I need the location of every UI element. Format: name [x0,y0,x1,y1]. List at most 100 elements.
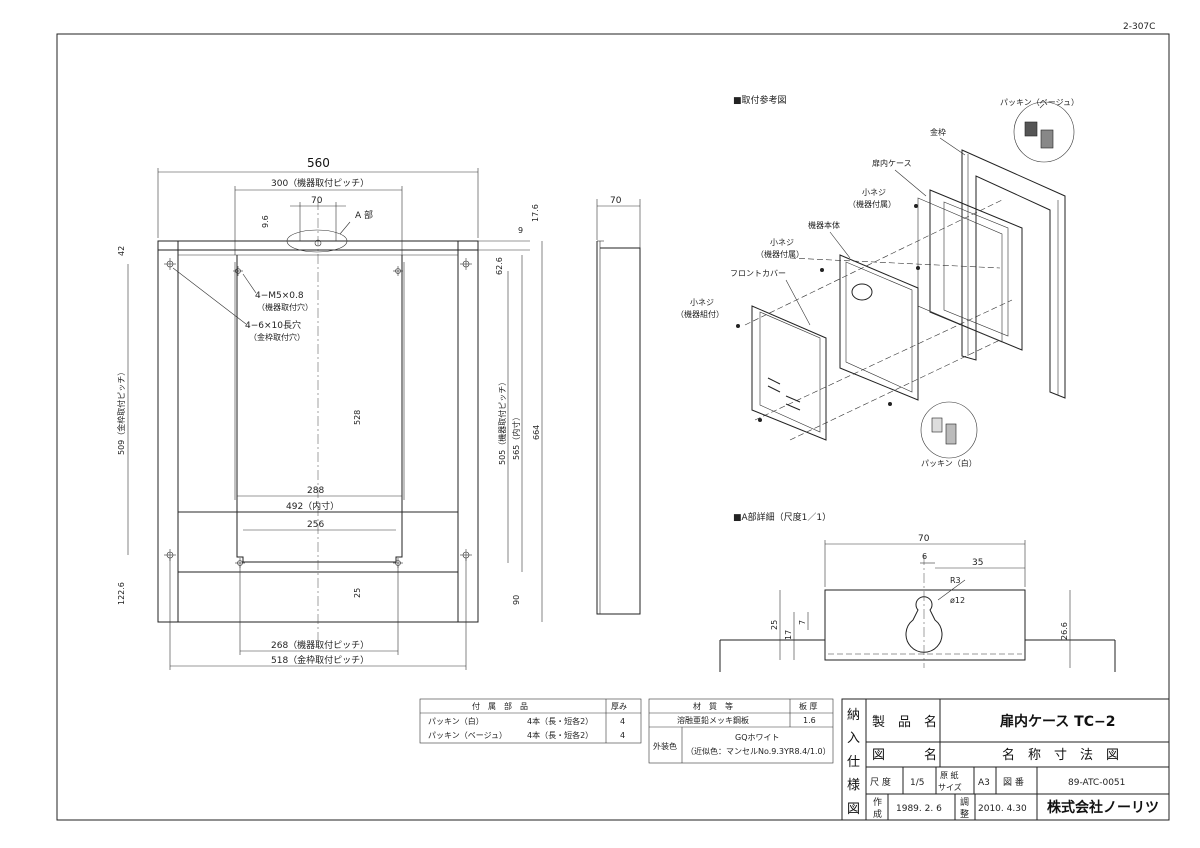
label-front-cover: フロントカバー [730,269,786,278]
dim-17-6: 17.6 [531,204,540,222]
detail-dim-35: 35 [972,558,983,568]
paper-size: A3 [978,778,990,788]
front-view: 560 300（機器取付ピッチ） 70 A 部 9.6 17.6 9 42 62… [116,156,543,670]
packing-white-circle [920,401,978,459]
figure-name: 名 称 寸 法 図 [1002,747,1119,763]
side-label-4: 様 [847,778,860,793]
figure-label: 図 名 [872,747,937,763]
drawing-no: 89-ATC-0051 [1068,778,1125,788]
unit-body-shape [839,254,919,401]
material-value: 溶融亜鉛メッキ鋼板 [677,715,749,725]
side-label-1: 納 [847,708,860,723]
hole-slot-label: 4−6×10長穴 [245,319,301,331]
parts-row1-thk: 4 [620,717,625,726]
company-name: 株式会社ノーリツ [1047,799,1159,816]
dim-509: 509（金枠取付ピッチ） [116,368,126,455]
scale-value: 1/5 [910,778,924,788]
reference-heading: ■取付参考図 [733,94,787,106]
dim-42: 42 [117,246,126,256]
adj-date: 2010. 4.30 [978,804,1027,814]
finish-label: 外装色 [653,741,677,751]
dim-9: 9 [518,226,523,235]
made-date: 1989. 2. 6 [896,804,942,814]
keyhole [905,596,943,653]
drawing-no-label: 図 番 [1003,776,1024,788]
parts-header-name: 付 属 部 品 [472,701,528,711]
drawing-border [56,33,1170,821]
made-label-bottom: 成 [873,808,882,820]
a-detail: ■A部詳細（尺度1／1） 70 6 35 R3 ø12 25 17 7 26.6 [719,511,1116,672]
dim-505: 505（機器取付ピッチ） [497,378,507,465]
material-header: 材 質 等 [693,701,733,711]
dim-518: 518（金枠取付ピッチ） [271,654,369,666]
hole-slot-note: （金枠取付穴） [249,332,305,342]
made-label-top: 作 [873,796,882,808]
dim-288: 288 [307,486,324,496]
label-door-case: 扉内ケース [872,158,912,168]
a-part-circle [286,229,348,253]
side-label-2: 入 [847,731,860,746]
dim-25: 25 [353,588,362,598]
side-label-3: 仕 [847,755,860,770]
parts-row2-name: パッキン（ベージュ） [428,731,507,740]
finish-note: （近似色：マンセルNo.9.3YR8.4/1.0） [686,746,831,756]
label-screw-b-note: （機器付属） [756,249,804,259]
parts-row1-qty: 4本（長・短各2） [527,716,593,726]
detail-dim-70: 70 [918,534,930,544]
detail-dim-6: 6 [922,552,927,561]
detail-r3: R3 [950,576,961,585]
dim-9-6: 9.6 [261,215,270,228]
label-screw-c-note: （機器組付） [676,309,724,319]
material-table: 材 質 等 板 厚 溶融亜鉛メッキ鋼板 1.6 外装色 GQホワイト （近似色：… [648,698,834,764]
dim-492: 492（内寸） [286,500,339,512]
dim-565: 565（内寸） [511,413,521,460]
dim-122-6: 122.6 [117,582,126,605]
thickness-header: 板 厚 [799,701,818,711]
hole-m5-note: （機器取付穴） [257,302,313,312]
paper-label-top: 原 紙 [940,770,959,780]
detail-phi12: ø12 [950,596,965,605]
side-label-5: 図 [847,802,860,817]
product-name: 扉内ケース TC−2 [1000,713,1115,730]
dim-268: 268（機器取付ピッチ） [271,639,369,651]
label-metal-frame: 金枠 [930,127,946,137]
reference-view: ■取付参考図 パッキン（ベージュ） [676,94,1079,468]
dim-256: 256 [307,520,324,530]
label-screw-c: 小ネジ [690,298,714,307]
sheet-code: 2-307C [1123,22,1155,32]
label-screw-b: 小ネジ [770,238,794,247]
detail-heading: ■A部詳細（尺度1／1） [733,511,831,523]
product-label: 製 品 名 [872,714,937,730]
a-part-label: A 部 [355,209,373,221]
dim-300: 300（機器取付ピッチ） [271,177,369,189]
metal-frame-shape [929,189,1023,351]
parts-row2-qty: 4本（長・短各2） [527,730,593,740]
label-screw-a-note: （機器付属） [848,199,896,209]
title-block: 納 入 仕 様 図 製 品 名 扉内ケース TC−2 図 名 名 称 寸 法 図… [841,698,1170,821]
dim-664: 664 [532,425,541,440]
side-view: 70 [596,196,641,615]
label-unit-body: 機器本体 [808,220,840,230]
parts-row1-name: パッキン（白） [428,716,484,726]
parts-header-thk: 厚み [611,702,627,711]
dim-90: 90 [512,595,521,605]
finish-color: GQホワイト [735,733,780,742]
detail-dim-26-6: 26.6 [1060,622,1069,640]
adj-label-bottom: 整 [960,808,969,820]
dim-528: 528 [353,410,362,425]
inner-opening [236,255,403,563]
adj-label-top: 調 [960,796,969,808]
scale-label: 尺 度 [870,776,891,788]
packing-beige-circle [1013,101,1075,163]
detail-dim-7: 7 [798,620,807,625]
hole-m5-label: 4−M5×0.8 [255,291,304,301]
dim-560: 560 [307,156,330,170]
side-depth: 70 [610,196,622,206]
dim-62-6: 62.6 [495,257,504,275]
label-packing-beige: パッキン（ベージュ） [1000,98,1079,107]
detail-dim-25: 25 [770,620,779,630]
label-packing-white: パッキン（白） [921,458,977,468]
dim-70: 70 [311,196,323,206]
parts-table: 付 属 部 品 厚み パッキン（白） 4本（長・短各2） 4 パッキン（ベージュ… [419,698,642,744]
